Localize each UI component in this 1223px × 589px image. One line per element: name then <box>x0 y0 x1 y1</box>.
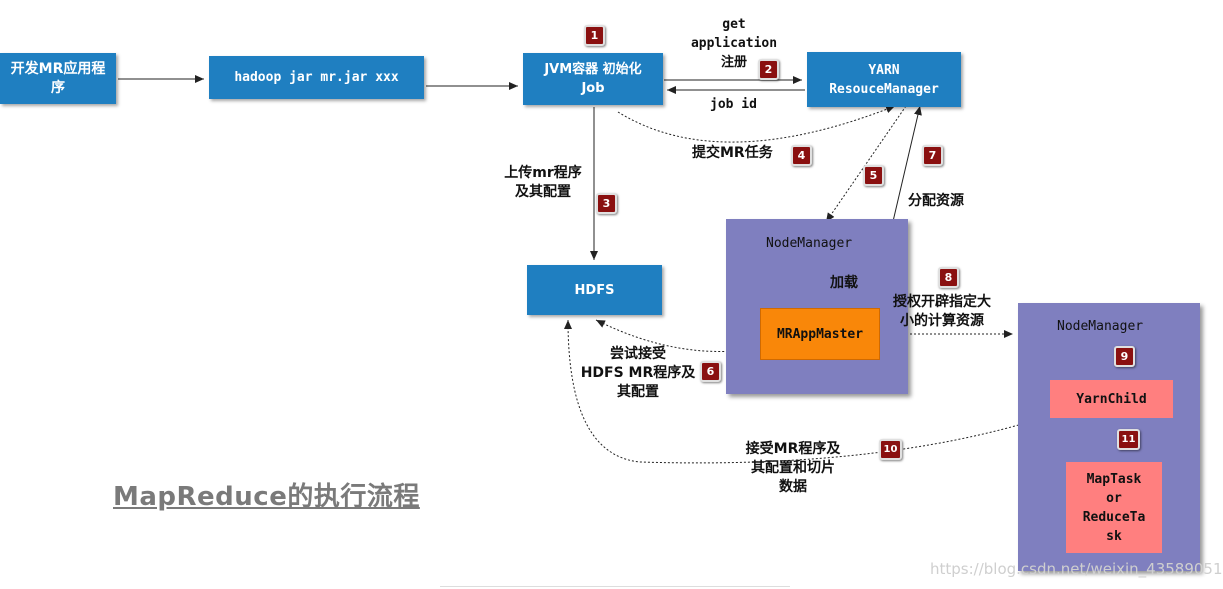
step-badge-10: 10 <box>879 439 902 460</box>
arrow-submit <box>617 105 896 143</box>
task-box: MapTask or ReduceTa sk <box>1066 462 1162 553</box>
submit-label: 提交MR任务 <box>692 145 773 161</box>
authorize-label: 授权开辟指定大 小的计算资源 <box>893 294 991 329</box>
arrow-to-nodemanager <box>825 105 907 223</box>
watermark: https://blog.csdn.net/weixin_43589051 <box>930 560 1223 578</box>
step-badge-5: 5 <box>863 165 884 186</box>
diagram-title: MapReduce的执行流程 <box>113 482 420 512</box>
divider-line <box>440 586 790 587</box>
arrow-try-receive <box>595 319 761 352</box>
hadoop-command-label: hadoop jar mr.jar xxx <box>234 70 399 85</box>
dev-app-label: 开发MR应用程序 <box>10 60 106 96</box>
yarn-label: YARN ResouceManager <box>829 62 939 97</box>
step-badge-3: 3 <box>596 193 617 214</box>
step-badge-4: 4 <box>791 145 812 166</box>
receive-label: 接受MR程序及 其配置和切片 数据 <box>745 441 841 495</box>
step-badge-8: 8 <box>938 267 959 288</box>
step-badge-6: 6 <box>700 361 721 382</box>
mrappmaster-box: MRAppMaster <box>760 308 880 360</box>
yarnchild-label: YarnChild <box>1076 391 1147 407</box>
step-badge-2: 2 <box>758 59 779 80</box>
arrow-receive <box>564 319 1073 464</box>
try-receive-label: 尝试接受 HDFS MR程序及 其配置 <box>580 346 696 400</box>
step-badge-1: 1 <box>584 25 605 46</box>
get-application-label: get application 注册 <box>690 17 778 70</box>
step-badge-7: 7 <box>922 145 943 166</box>
dev-app-box: 开发MR应用程序 <box>0 53 116 104</box>
hdfs-box: HDFS <box>527 265 662 315</box>
upload-label: 上传mr程序 及其配置 <box>504 165 582 200</box>
jvm-box: JVM容器 初始化Job <box>523 53 663 105</box>
hadoop-command-box: hadoop jar mr.jar xxx <box>209 56 424 99</box>
yarnchild-box: YarnChild <box>1050 380 1173 418</box>
nodemanager-panel-1 <box>726 219 908 394</box>
nodemanager-1-title: NodeManager <box>766 236 853 251</box>
nodemanager-2-title: NodeManager <box>1057 319 1144 334</box>
step-badge-11: 11 <box>1117 429 1140 450</box>
jvm-label: JVM容器 初始化Job <box>544 62 642 96</box>
yarn-resourcemanager-box: YARN ResouceManager <box>807 52 961 107</box>
step-badge-9: 9 <box>1114 346 1135 367</box>
task-label: MapTask or ReduceTa sk <box>1082 471 1146 544</box>
hdfs-label: HDFS <box>574 282 615 298</box>
job-id-label: job id <box>710 97 757 112</box>
allocate-label: 分配资源 <box>908 193 964 209</box>
mrappmaster-label: MRAppMaster <box>776 326 864 342</box>
load-label: 加载 <box>830 275 858 291</box>
